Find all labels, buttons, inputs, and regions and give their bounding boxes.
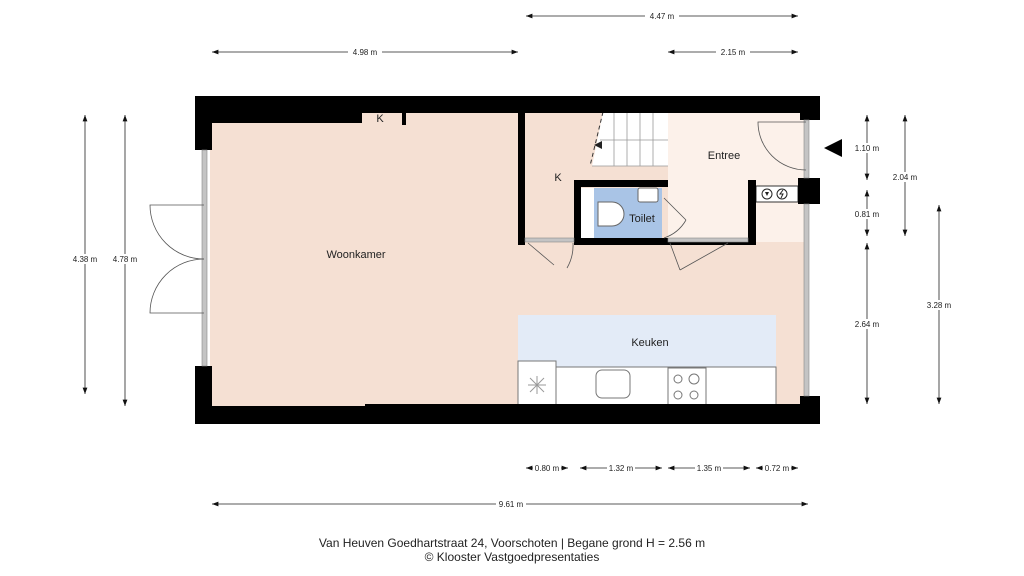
room-kast-1: K bbox=[376, 113, 384, 125]
dim-right-3: 2.64 m bbox=[855, 320, 880, 329]
dim-left-outer: 4.38 m bbox=[73, 255, 98, 264]
keuken-area bbox=[518, 315, 776, 367]
toilet-fixture bbox=[597, 187, 659, 227]
dim-bottom-2: 1.32 m bbox=[609, 464, 634, 473]
floor-areas bbox=[210, 112, 808, 406]
dim-bottom-3: 1.35 m bbox=[697, 464, 722, 473]
dim-top-right: 2.15 m bbox=[721, 48, 746, 57]
caption-copyright: © Klooster Vastgoedpresentaties bbox=[424, 550, 600, 564]
dim-right-far: 3.28 m bbox=[927, 301, 952, 310]
stairs bbox=[589, 111, 668, 167]
caption-address: Van Heuven Goedhartstraat 24, Voorschote… bbox=[318, 536, 706, 550]
dimension-labels: 4.47 m 4.98 m 2.15 m 4.38 m 4.78 m 1.10 … bbox=[70, 11, 954, 509]
room-kast-2: K bbox=[554, 172, 562, 184]
dim-top-total: 4.47 m bbox=[650, 12, 675, 21]
entrance-arrow-icon bbox=[824, 139, 842, 157]
dim-right-2: 0.81 m bbox=[855, 210, 880, 219]
meter-cupboard bbox=[755, 185, 799, 203]
dim-bottom-1: 0.80 m bbox=[535, 464, 560, 473]
dim-bottom-total: 9.61 m bbox=[499, 500, 524, 509]
doors bbox=[149, 121, 807, 314]
dim-left-inner: 4.78 m bbox=[113, 255, 138, 264]
room-entree: Entree bbox=[708, 150, 740, 162]
entree-floor bbox=[668, 112, 808, 242]
walls bbox=[195, 96, 820, 424]
room-toilet: Toilet bbox=[629, 213, 655, 225]
dim-right-mid: 2.04 m bbox=[893, 173, 918, 182]
kitchen-counter bbox=[517, 360, 777, 407]
windows bbox=[201, 119, 810, 397]
room-keuken: Keuken bbox=[631, 337, 668, 349]
dim-top-left: 4.98 m bbox=[353, 48, 378, 57]
room-woonkamer: Woonkamer bbox=[326, 249, 385, 261]
dim-right-1: 1.10 m bbox=[855, 144, 880, 153]
dim-bottom-4: 0.72 m bbox=[765, 464, 790, 473]
